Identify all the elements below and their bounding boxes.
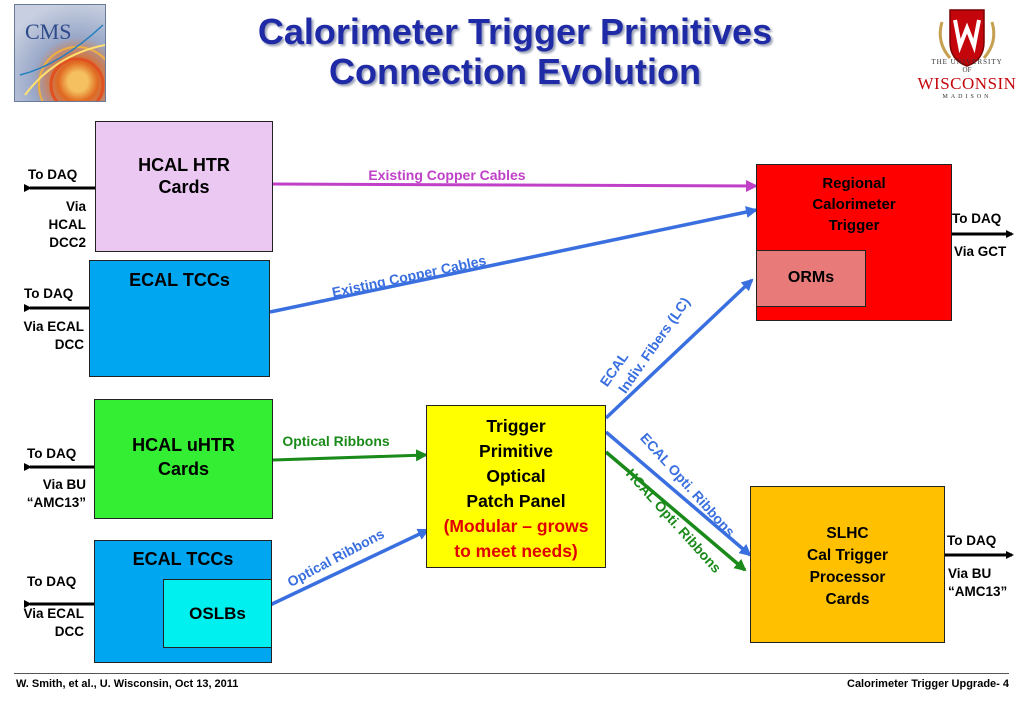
- optical-ribbon-uhtr-arrow: [272, 449, 428, 462]
- uhtr-via: Via BU “AMC13”: [4, 476, 86, 512]
- hcal-uhtr-label-1: HCAL uHTR: [132, 435, 235, 455]
- rct-to-daq: To DAQ: [952, 211, 1002, 226]
- slhc-label-1: SLHC: [826, 525, 869, 542]
- hcal-htr-to-daq: To DAQ: [28, 167, 78, 182]
- slhc-via: Via BU “AMC13”: [948, 565, 1007, 601]
- uhtr-to-daq: To DAQ: [27, 446, 77, 461]
- ecal-opti-ribbon-arrow: [604, 430, 752, 557]
- patch-panel-label-2: Primitive: [479, 441, 553, 461]
- rct-label-1: Regional: [822, 175, 886, 192]
- patch-panel-label-3: Optical: [486, 466, 546, 486]
- orms-box: ORMs: [756, 250, 866, 307]
- wisconsin-logo-line3: WISCONSIN: [917, 74, 1017, 93]
- ecal-top-via-2: DCC: [54, 337, 84, 352]
- ecal-bottom-via-2: DCC: [54, 624, 84, 639]
- slhc-via-2: “AMC13”: [948, 584, 1008, 599]
- hcal-htr-via-2: HCAL: [48, 217, 87, 232]
- slhc-via-1: Via BU: [948, 566, 992, 581]
- optical-ribbon-ecal-arrow: [269, 528, 430, 607]
- ecal-bottom-via: Via ECAL DCC: [6, 605, 84, 641]
- optical-ribbon-uhtr-label: Optical Ribbons: [282, 433, 390, 449]
- patch-panel-label-4: Patch Panel: [466, 491, 566, 511]
- patch-panel-box: Trigger Primitive Optical Patch Panel (M…: [426, 405, 606, 568]
- slhc-label-3: Processor: [809, 569, 886, 586]
- patch-panel-label-1: Trigger: [486, 416, 546, 436]
- oslbs-box: OSLBs: [163, 579, 272, 648]
- ecal-top-to-daq: To DAQ: [24, 286, 74, 301]
- slhc-label-4: Cards: [825, 591, 870, 608]
- hcal-htr-via: Via HCAL DCC2: [20, 198, 87, 252]
- title-line-1: Calorimeter Trigger Primitives: [257, 11, 773, 52]
- wisconsin-logo-line4: MADISON: [942, 94, 992, 100]
- ecal-top-via-1: Via ECAL: [23, 319, 84, 334]
- title-line-2: Connection Evolution: [329, 51, 701, 92]
- copper-cable-ecal-arrow: [269, 206, 758, 314]
- ecal-bottom-via-1: Via ECAL: [23, 606, 84, 621]
- patch-panel-modular-2: to meet needs): [454, 541, 578, 561]
- copper-cable-ecal-label: Existing Copper Cables: [330, 252, 487, 300]
- rct-label-3: Trigger: [828, 217, 880, 234]
- ecal-bottom-to-daq: To DAQ: [27, 574, 77, 589]
- footer-divider: [14, 673, 1009, 674]
- orms-label: ORMs: [787, 269, 835, 286]
- hcal-uhtr-cards-box: HCAL uHTR Cards: [94, 399, 273, 519]
- page-title: Calorimeter Trigger Primitives Connectio…: [120, 4, 910, 102]
- patch-panel-modular-1: (Modular – grows: [443, 516, 589, 536]
- uhtr-via-2: “AMC13”: [26, 495, 86, 510]
- ecal-tccs-bottom-label: ECAL TCCs: [132, 549, 234, 569]
- cms-logo-graphic: [19, 24, 105, 101]
- ecal-tccs-top-box: ECAL TCCs: [89, 260, 270, 377]
- uhtr-via-1: Via BU: [42, 477, 86, 492]
- footer-left: W. Smith, et al., U. Wisconsin, Oct 13, …: [16, 678, 239, 690]
- ecal-fibers-arrow: [604, 278, 754, 420]
- copper-cable-hcal-arrow: [272, 179, 758, 192]
- hcal-htr-cards-box: HCAL HTR Cards: [95, 121, 273, 252]
- rct-via: Via GCT: [954, 244, 1007, 259]
- wisconsin-crest-icon: [938, 9, 996, 67]
- hcal-opti-ribbon-arrow: [604, 450, 747, 572]
- hcal-htr-via-3: DCC2: [49, 235, 86, 250]
- wisconsin-logo-line2: OF: [962, 66, 972, 74]
- rct-label-2: Calorimeter: [812, 196, 896, 213]
- oslbs-label: OSLBs: [189, 604, 246, 623]
- cms-logo: CMS: [14, 4, 106, 102]
- ecal-tccs-top-label: ECAL TCCs: [129, 270, 230, 290]
- hcal-uhtr-label-2: Cards: [157, 459, 210, 479]
- footer-right: Calorimeter Trigger Upgrade- 4: [847, 678, 1009, 690]
- wisconsin-logo: THE UNIVERSITY OF WISCONSIN MADISON: [912, 2, 1022, 106]
- cms-logo-text: CMS: [25, 19, 72, 44]
- wisconsin-logo-line1: THE UNIVERSITY: [931, 58, 1003, 66]
- copper-cable-hcal-label: Existing Copper Cables: [368, 167, 525, 183]
- slhc-to-daq: To DAQ: [947, 533, 997, 548]
- hcal-htr-via-1: Via: [65, 199, 86, 214]
- slhc-processor-box: SLHC Cal Trigger Processor Cards: [750, 486, 945, 643]
- slhc-label-2: Cal Trigger: [807, 547, 888, 564]
- ecal-top-via: Via ECAL DCC: [6, 318, 84, 354]
- hcal-htr-cards-label: HCAL HTR Cards: [138, 155, 230, 197]
